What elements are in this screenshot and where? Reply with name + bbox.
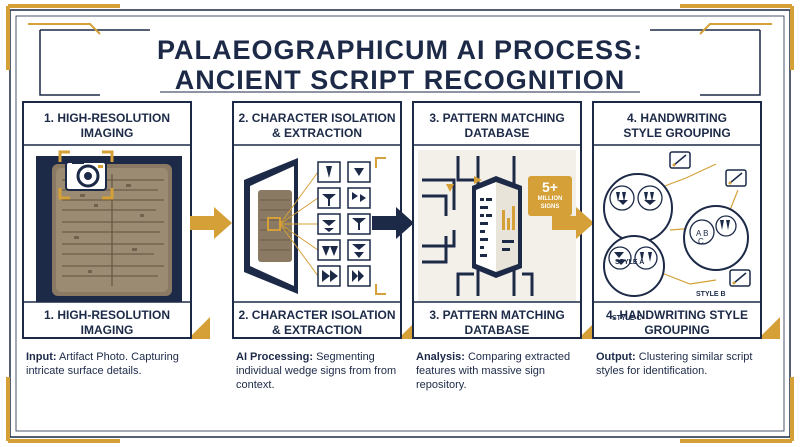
step-4-caption: Output: Clustering similar script styles… [596,351,753,377]
step-4-header: 4. HANDWRITING STYLE GROUPING [623,111,731,140]
step-4-panel: 4. HANDWRITING STYLE GROUPING [592,101,762,339]
character-extraction-diagram [244,157,386,295]
arrow-right-icon [372,207,414,239]
step-2-panel: 2. CHARACTER ISOLATION & EXTRACTION [232,101,402,339]
step-3-caption: Analysis: Comparing extracted features w… [416,351,571,391]
step-2-footer: 2. CHARACTER ISOLATION & EXTRACTION [238,308,396,337]
camera-icon [58,150,114,200]
style-a-label: STYLE A [615,259,645,266]
step-2-header: 2. CHARACTER ISOLATION & EXTRACTION [238,111,396,140]
svg-text:C: C [698,237,704,246]
step-3-header: 3. PATTERN MATCHING DATABASE [429,111,565,140]
server-icon [418,150,576,302]
style-b-label: STYLE B [696,291,726,298]
step-2-caption: AI Processing: Segmenting individual wed… [236,351,397,391]
step-1-caption: Input: Artifact Photo. Capturing intrica… [26,351,179,377]
arrow-right-icon [552,207,594,239]
svg-text:A B: A B [696,229,708,238]
step-1-header: 1. HIGH-RESOLUTION IMAGING [43,111,170,140]
title-line-1: PALAEOGRAPHICUM AI PROCESS: [156,35,644,65]
step-4-footer: 4. HANDWRITING STYLE GROUPING [605,308,748,337]
style-c-label: STYLE C [612,315,642,322]
step-1-footer: 1. HIGH-RESOLUTION IMAGING [43,308,170,337]
step-3-footer: 3. PATTERN MATCHING DATABASE [429,308,565,337]
badge: 5+ MILLION SIGNS [537,179,563,210]
arrow-right-icon [190,207,232,239]
tablet-photo [36,156,182,302]
style-cluster-diagram: A B C [603,151,751,297]
title-line-2: ANCIENT SCRIPT RECOGNITION [174,65,626,95]
